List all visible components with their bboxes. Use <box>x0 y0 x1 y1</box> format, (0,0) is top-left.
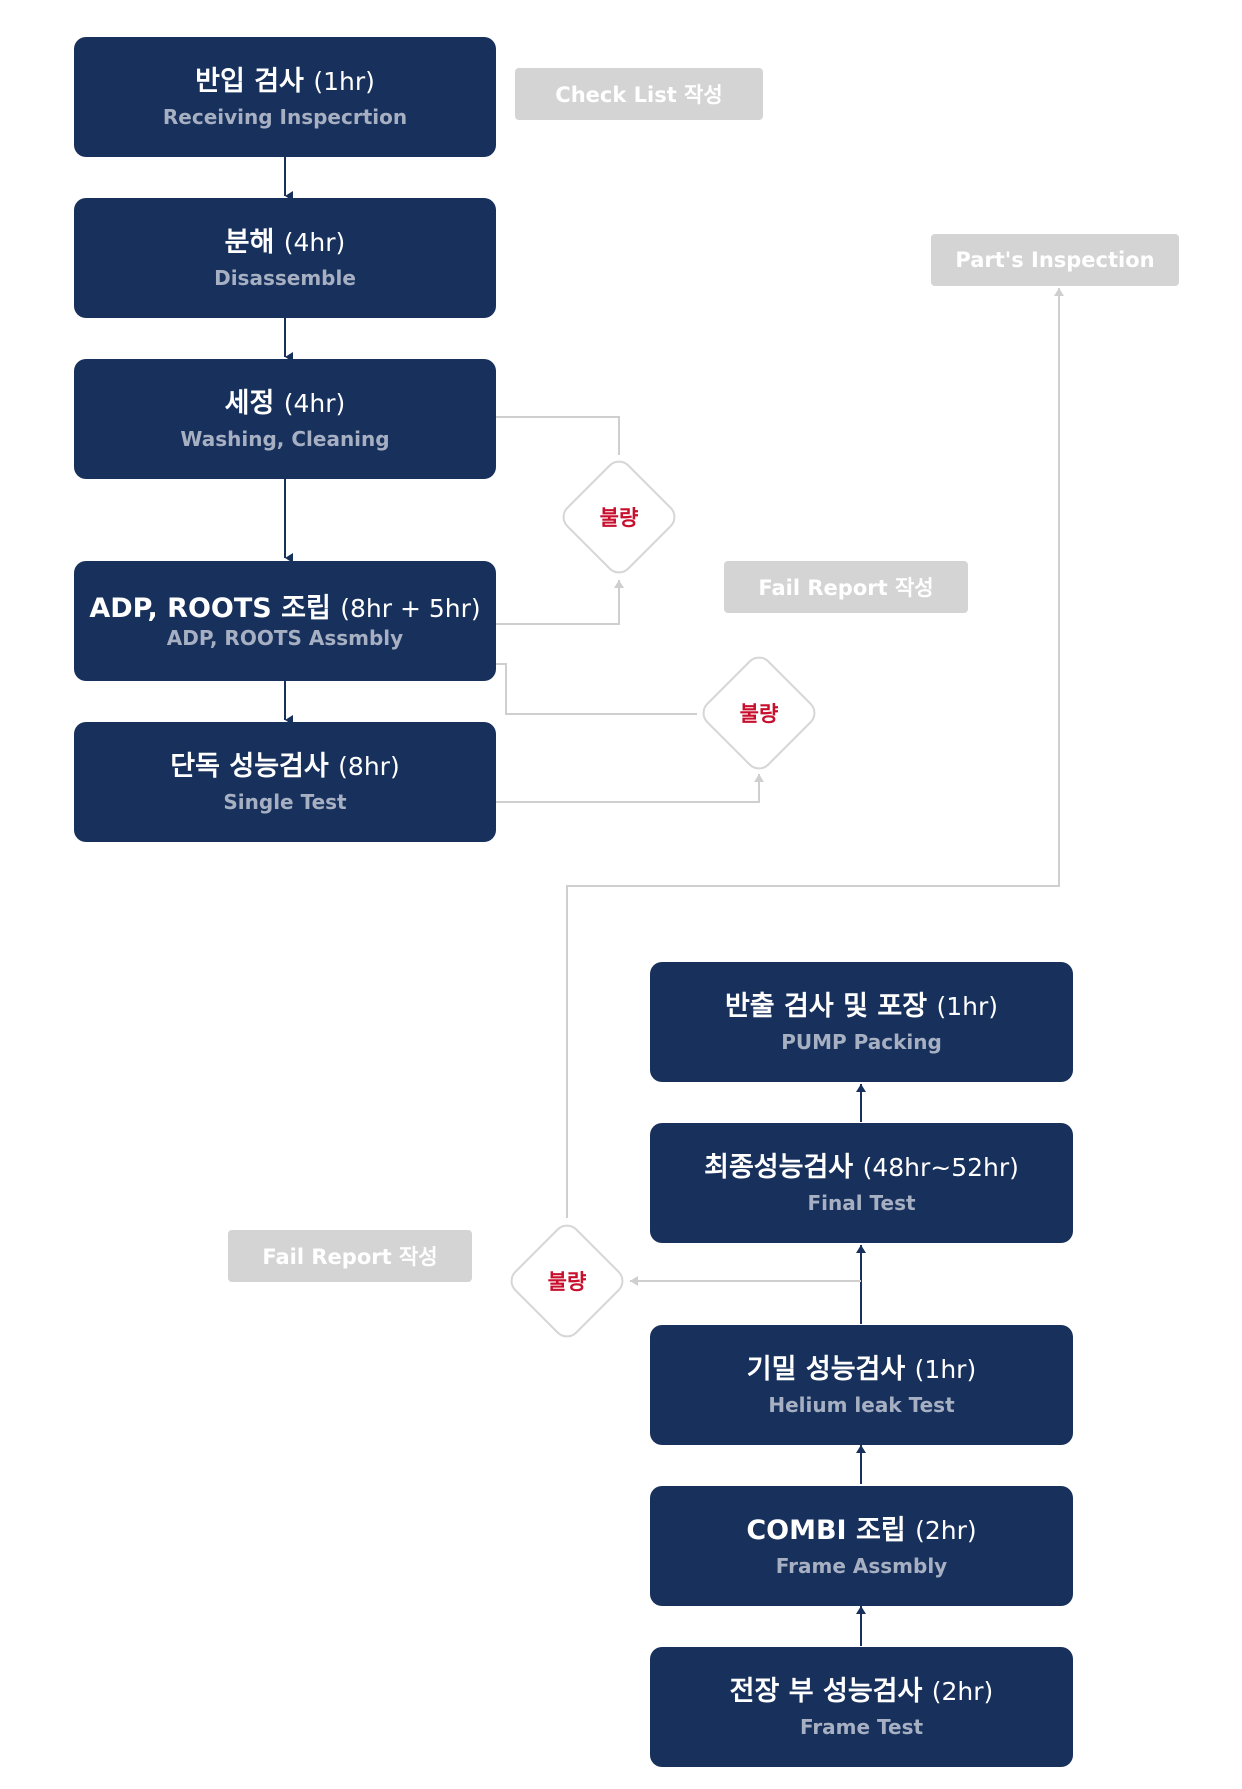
step-title: 분해 <box>224 227 275 258</box>
step-title: 전장 부 성능검사 <box>729 1676 923 1707</box>
step-washing[interactable]: 세정 (4hr) Washing, Cleaning <box>74 359 496 479</box>
step-receiving-inspection[interactable]: 반입 검사 (1hr) Receiving Inspecrtion <box>74 37 496 157</box>
step-adp-roots-assembly[interactable]: ADP, ROOTS 조립 (8hr + 5hr) ADP, ROOTS Ass… <box>74 561 496 681</box>
step-subtitle: Frame Assmbly <box>775 1554 948 1578</box>
defect-label: 불량 <box>547 1270 587 1294</box>
step-subtitle: Final Test <box>807 1191 916 1215</box>
adp-to-fail-1 <box>496 580 624 625</box>
adp-to-fail-2 <box>496 663 697 715</box>
step-single-test[interactable]: 단독 성능검사 (8hr) Single Test <box>74 722 496 842</box>
step-title: 단독 성능검사 <box>170 751 329 782</box>
step-time: (4hr) <box>283 389 346 418</box>
step-time: (8hr + 5hr) <box>340 594 481 623</box>
check-list-tag: Check List 작성 <box>515 68 763 120</box>
step-subtitle: Disassemble <box>214 266 356 290</box>
fail-report-tag: Fail Report 작성 <box>724 561 968 613</box>
defect-label: 불량 <box>599 506 639 530</box>
step-frame-test[interactable]: 전장 부 성능검사 (2hr) Frame Test <box>650 1647 1073 1767</box>
step-title: 반입 검사 <box>195 66 304 97</box>
single-to-fail-2 <box>496 774 764 803</box>
step-time: (1hr) <box>936 992 999 1021</box>
step-subtitle: PUMP Packing <box>781 1030 942 1054</box>
fail-report-tag: Fail Report 작성 <box>228 1230 472 1282</box>
step-time: (1hr) <box>914 1355 977 1384</box>
defect-label: 불량 <box>739 702 779 726</box>
step-title: ADP, ROOTS 조립 <box>89 593 331 624</box>
step-title: 세정 <box>224 388 275 419</box>
step-title: COMBI 조립 <box>746 1515 906 1546</box>
step-subtitle: Single Test <box>223 790 347 814</box>
step-subtitle: Helium leak Test <box>768 1393 955 1417</box>
step-subtitle: Frame Test <box>799 1715 924 1739</box>
washing-to-fail-1 <box>496 416 620 455</box>
step-time: (1hr) <box>313 67 375 96</box>
step-time: (2hr) <box>915 1516 977 1545</box>
parts-inspection-tag: Part's Inspection <box>931 234 1179 286</box>
step-subtitle: Washing, Cleaning <box>180 427 390 451</box>
step-helium-leak-test[interactable]: 기밀 성능검사 (1hr) Helium leak Test <box>650 1325 1073 1445</box>
step-time: (48hr~52hr) <box>862 1153 1019 1182</box>
step-title: 최종성능검사 <box>704 1152 854 1183</box>
step-subtitle: Receiving Inspecrtion <box>162 105 408 129</box>
step-subtitle: ADP, ROOTS Assmbly <box>166 626 404 650</box>
step-final-test[interactable]: 최종성능검사 (48hr~52hr) Final Test <box>650 1123 1073 1243</box>
step-pump-packing[interactable]: 반출 검사 및 포장 (1hr) PUMP Packing <box>650 962 1073 1082</box>
step-disassemble[interactable]: 분해 (4hr) Disassemble <box>74 198 496 318</box>
step-title: 기밀 성능검사 <box>746 1354 906 1385</box>
step-time: (8hr) <box>338 752 400 781</box>
step-time: (2hr) <box>931 1677 994 1706</box>
fail-3-to-parts-inspection <box>566 288 1064 1218</box>
step-title: 반출 검사 및 포장 <box>724 991 928 1022</box>
step-combi-assembly[interactable]: COMBI 조립 (2hr) Frame Assmbly <box>650 1486 1073 1606</box>
step-time: (4hr) <box>283 228 346 257</box>
